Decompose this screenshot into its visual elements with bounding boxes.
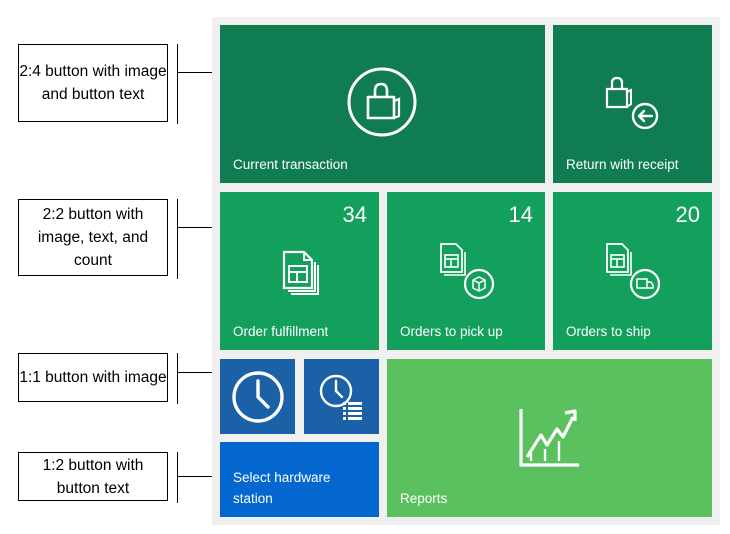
- clock-button[interactable]: [220, 359, 295, 434]
- return-with-receipt-button[interactable]: Return with receipt: [553, 25, 712, 183]
- callout-leader-line: [178, 372, 230, 373]
- callout-bracket: [177, 353, 178, 404]
- callout-bracket: [177, 44, 178, 124]
- documents-package-icon: [440, 243, 495, 300]
- order-count-badge: 34: [342, 202, 367, 227]
- orders-to-pick-up-button[interactable]: 14 Orders to pick up: [387, 192, 545, 350]
- clock-icon: [232, 371, 284, 423]
- clock-list-icon: [319, 374, 362, 420]
- callout-leader-line: [178, 72, 232, 73]
- callout-text: 1:1 button with image: [19, 369, 167, 386]
- callout-1-1: 1:1 button with image: [18, 353, 168, 402]
- bag-return-icon: [605, 76, 659, 130]
- callout-text: 2:4 button with image and button text: [19, 63, 167, 103]
- order-count-badge: 20: [675, 202, 700, 227]
- documents-truck-icon: [606, 243, 661, 300]
- order-fulfillment-label: Order fulfillment: [233, 324, 329, 339]
- callout-text: 2:2 button with image, text, and count: [37, 206, 149, 269]
- callout-text: 1:2 button with button text: [42, 456, 144, 497]
- documents-icon: [282, 250, 319, 295]
- current-transaction-button[interactable]: Current transaction: [220, 25, 545, 183]
- orders-to-ship-button[interactable]: 20 Orders to ship: [553, 192, 712, 350]
- reports-button[interactable]: Reports: [387, 359, 712, 517]
- callout-leader-line: [178, 476, 228, 477]
- orders-to-ship-label: Orders to ship: [566, 324, 651, 339]
- chart-icon: [519, 409, 579, 467]
- callout-bracket: [177, 452, 178, 503]
- callout-2-2: 2:2 button with image, text, and count: [18, 199, 168, 276]
- select-hardware-station-button[interactable]: Select hardware station: [220, 442, 379, 517]
- order-count-badge: 14: [508, 202, 533, 227]
- reports-label: Reports: [400, 491, 448, 506]
- clock-list-button[interactable]: [304, 359, 379, 434]
- select-hardware-station-label: Select hardware station: [233, 470, 331, 506]
- shopping-bag-icon: [347, 67, 417, 137]
- callout-1-2: 1:2 button with button text: [18, 452, 168, 501]
- current-transaction-label: Current transaction: [233, 157, 348, 172]
- order-fulfillment-button[interactable]: 34 Order fulfillment: [220, 192, 379, 350]
- callout-leader-line: [178, 227, 232, 228]
- orders-to-pick-up-label: Orders to pick up: [400, 324, 503, 339]
- callout-bracket: [177, 199, 178, 279]
- callout-2-4: 2:4 button with image and button text: [18, 44, 168, 122]
- return-with-receipt-label: Return with receipt: [566, 157, 679, 172]
